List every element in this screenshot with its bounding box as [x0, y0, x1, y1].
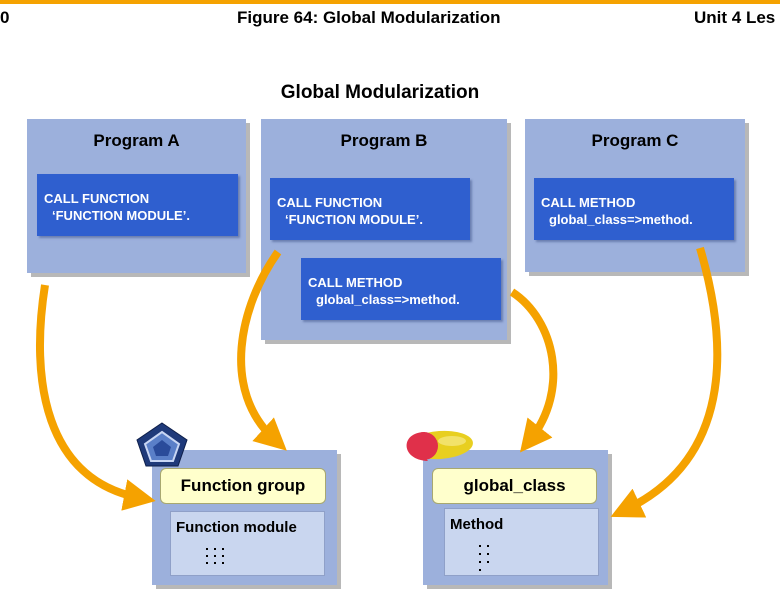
program-c-box: Program C CALL METHOD global_class=>meth…: [525, 119, 745, 272]
program-b-title: Program B: [340, 131, 428, 150]
program-a-title: Program A: [93, 131, 180, 150]
program-b-call-function: CALL FUNCTION ‘FUNCTION MODULE’.: [270, 178, 470, 240]
call-line1: CALL METHOD: [541, 195, 636, 210]
program-c-call-method: CALL METHOD global_class=>method.: [534, 178, 734, 240]
program-b-call-method: CALL METHOD global_class=>method.: [301, 258, 501, 320]
function-module-box: Function module: [170, 511, 325, 576]
arrow-program-b-to-global-class: [509, 288, 558, 453]
arrow-program-c-to-global-class: [610, 246, 722, 518]
call-line2: global_class=>method.: [549, 212, 693, 227]
program-a-box: Program A CALL FUNCTION ‘FUNCTION MODULE…: [27, 119, 246, 273]
call-line2: global_class=>method.: [316, 292, 460, 307]
global-class-box: global_class Method: [423, 450, 608, 585]
ellipsis-dots-icon: [479, 545, 489, 571]
arrow-program-a-to-function-group: [35, 284, 156, 511]
header-accent-bar: [0, 0, 780, 4]
function-group-box: Function group Function module: [152, 450, 337, 585]
call-line1: CALL METHOD: [308, 275, 403, 290]
call-line2: ‘FUNCTION MODULE’.: [285, 212, 423, 227]
header-page-number: 0: [0, 8, 10, 27]
header-figure-title: Figure 64: Global Modularization: [237, 8, 501, 27]
global-class-label: global_class: [432, 468, 597, 504]
ellipsis-dots-icon: [206, 548, 224, 564]
program-c-title: Program C: [591, 131, 679, 150]
program-b-box: Program B CALL FUNCTION ‘FUNCTION MODULE…: [261, 119, 507, 340]
slide-title: Global Modularization: [280, 82, 480, 103]
function-group-label: Function group: [160, 468, 326, 504]
header-unit-label: Unit 4 Les: [694, 8, 776, 27]
program-a-call-function: CALL FUNCTION ‘FUNCTION MODULE’.: [37, 174, 238, 236]
call-line1: CALL FUNCTION: [277, 195, 383, 210]
method-label: Method: [450, 516, 504, 533]
call-line1: CALL FUNCTION: [44, 191, 150, 206]
function-module-label: Function module: [176, 519, 297, 536]
method-box: Method: [444, 508, 599, 576]
call-line2: ‘FUNCTION MODULE’.: [52, 208, 190, 223]
